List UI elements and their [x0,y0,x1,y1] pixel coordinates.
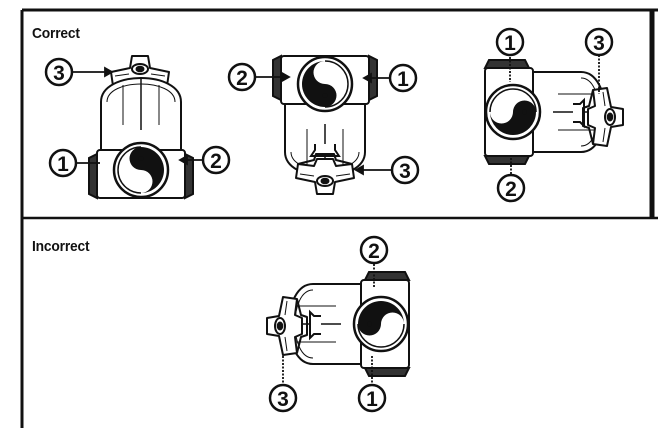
callout-number: 3 [277,388,289,411]
callout-number: 3 [399,160,411,183]
leaders-correct-b [255,71,392,176]
pump-correct-c [483,58,624,166]
pump-correct-a [87,55,195,200]
callouts-incorrect: 2 3 1 [268,235,389,413]
callouts-correct-c: 1 3 2 [495,27,614,203]
callout-number: 2 [210,150,222,173]
callout-number: 1 [397,68,409,91]
callout-number: 2 [368,240,380,263]
callout-number: 2 [505,178,517,201]
pump-incorrect [266,270,411,378]
callouts-correct-a: 3 1 2 [44,57,231,178]
panel-label-incorrect: Incorrect [32,238,90,255]
callout-number: 3 [53,62,65,85]
panel-label-correct: Correct [32,25,80,42]
leaders-correct-a [73,66,202,166]
callout-number: 1 [504,32,516,55]
callout-number: 1 [366,388,378,411]
callouts-correct-b: 2 1 3 [227,62,420,185]
panel-borders [20,8,658,428]
callout-number: 2 [236,67,248,90]
pump-correct-b [271,54,379,195]
callout-number: 3 [593,32,605,55]
leaders-incorrect [282,264,375,384]
callout-number: 1 [57,153,69,176]
leaders-correct-c [509,55,600,174]
